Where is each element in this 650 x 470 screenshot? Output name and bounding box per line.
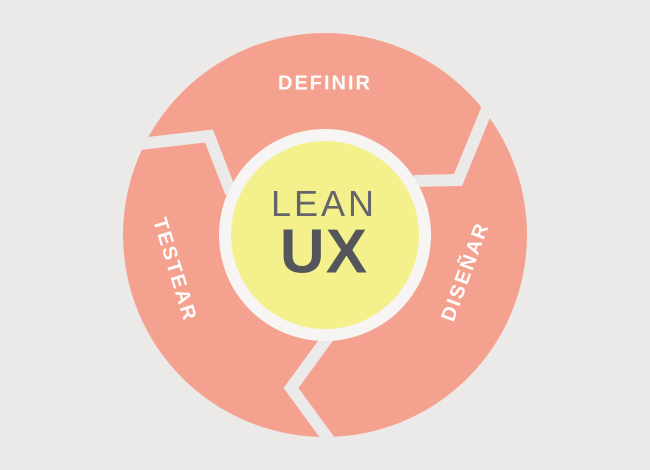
stage-label-definir: DEFINIR bbox=[278, 72, 372, 95]
gap-divider-bottom bbox=[283, 332, 337, 448]
gap-divider-top-left bbox=[104, 129, 237, 196]
center-circle bbox=[231, 141, 419, 329]
gap-divider-right bbox=[413, 89, 500, 187]
center-title-lean: LEAN bbox=[270, 183, 378, 224]
center-title-ux: UX bbox=[279, 217, 369, 287]
